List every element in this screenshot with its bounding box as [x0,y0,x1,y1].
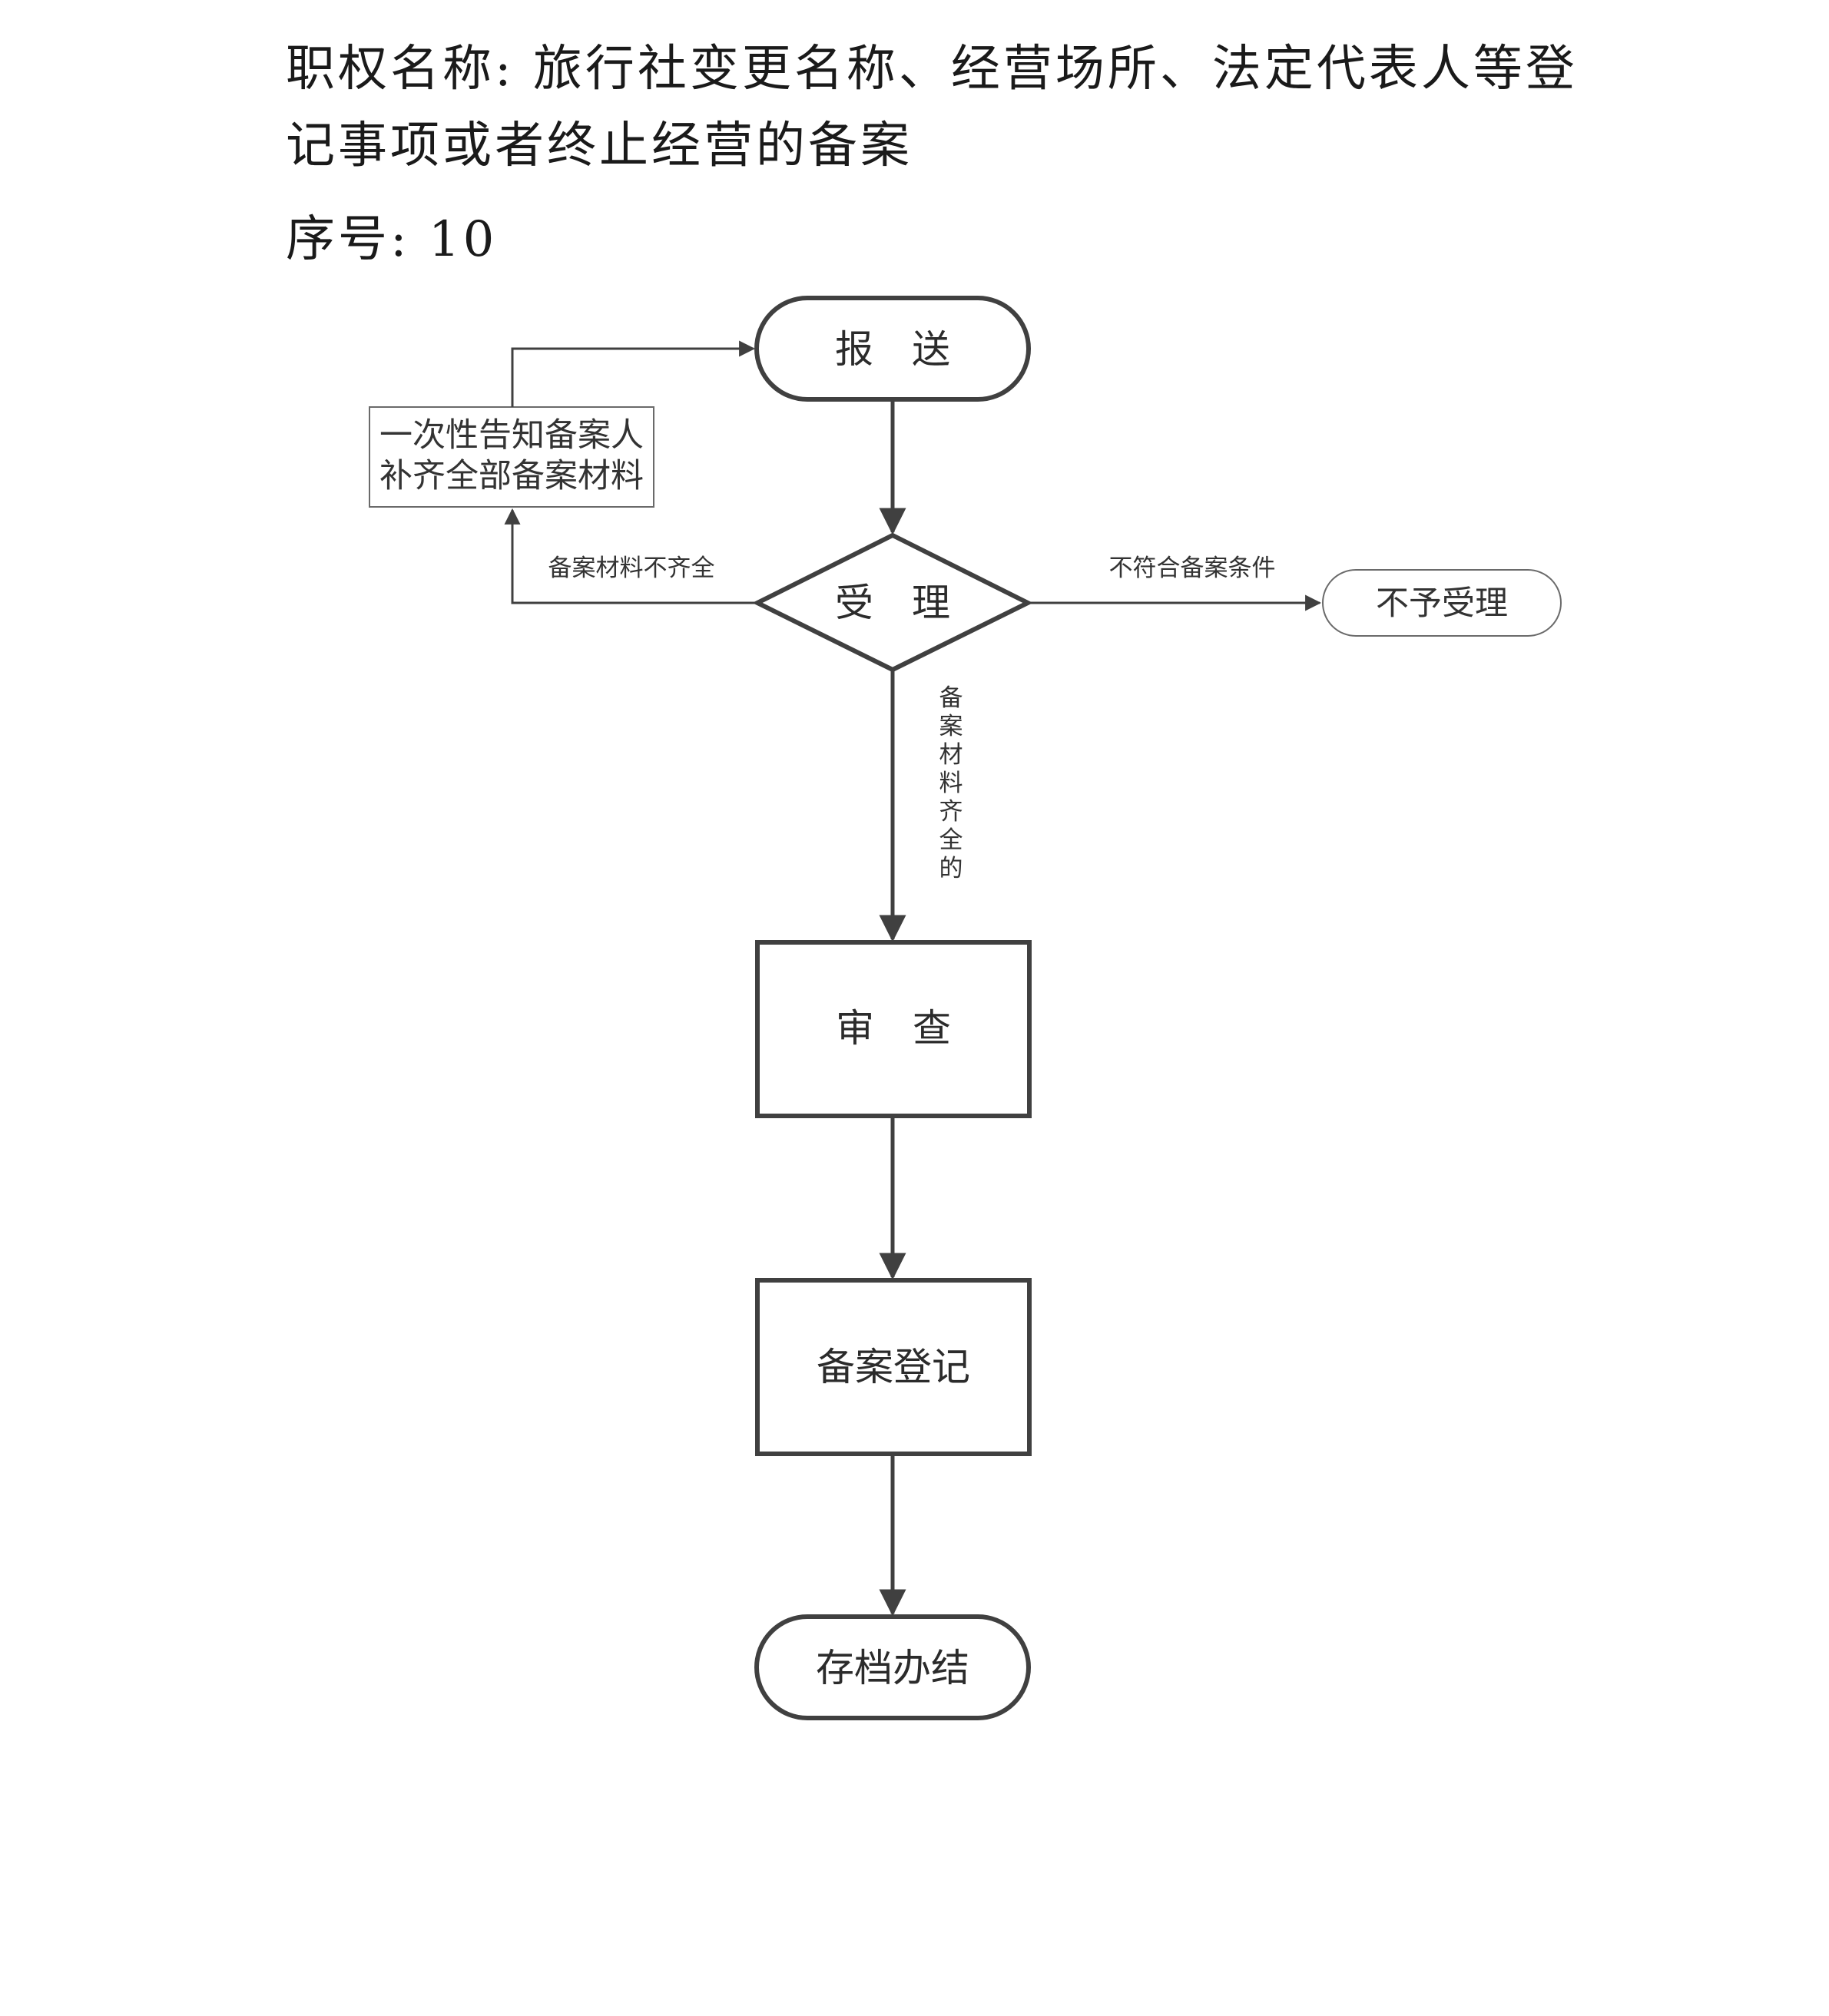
node-notify-label-1: 一次性告知备案人 [379,416,644,455]
edge-label-complete-char: 料 [939,770,963,797]
edge-label-complete-char: 齐 [939,798,963,826]
edge-label-complete-char: 的 [939,855,963,882]
edge-label-complete-char: 备 [939,684,963,712]
edge-label-incomplete: 备案材料不齐全 [548,554,715,582]
edge-label-not-qualified: 不符合备案条件 [1109,554,1276,582]
node-review-label: 审 查 [836,1006,951,1051]
serial-label: 序号: [286,211,410,268]
serial-number: 序号: 10 [286,201,1515,278]
page-title-line-2: 记事项或者终止经营的备案 [286,118,913,174]
node-accept: 受 理 [752,532,1033,673]
edge-notify-to-submit [511,340,756,407]
node-archive-shape [754,1614,1031,1720]
edge-accept-to-notify [504,508,757,604]
node-archive: 存档办结 [754,1614,1031,1720]
edge-label-complete-char: 案 [939,713,963,740]
edge-label-complete: 备 案 材 料 齐 全 的 [939,684,963,882]
node-archive-label: 存档办结 [816,1646,969,1690]
node-register: 备案登记 [755,1278,1032,1456]
page-title-line-1: 职权名称: 旅行社变更名称、经营场所、法定代表人等登 [286,41,1578,98]
node-review: 审 查 [755,940,1032,1118]
node-submit: 报 送 [754,296,1031,402]
node-submit-label: 报 送 [835,327,950,372]
node-reject: 不予受理 [1322,569,1562,637]
node-register-label: 备案登记 [817,1345,970,1389]
edge-label-complete-char: 全 [939,826,963,854]
node-reject-label: 不予受理 [1376,584,1508,623]
header: 职权名称: 旅行社变更名称、经营场所、法定代表人等登 记事项或者终止经营的备案 … [286,31,1578,278]
node-accept-label: 受 理 [835,581,950,625]
node-review-shape [755,940,1032,1118]
node-reject-shape [1322,569,1562,637]
serial-value: 10 [428,211,498,268]
edge-label-complete-char: 材 [939,741,963,769]
node-notify: 一次性告知备案人 补齐全部备案材料 [369,406,654,508]
node-notify-label-2: 补齐全部备案材料 [379,457,644,495]
